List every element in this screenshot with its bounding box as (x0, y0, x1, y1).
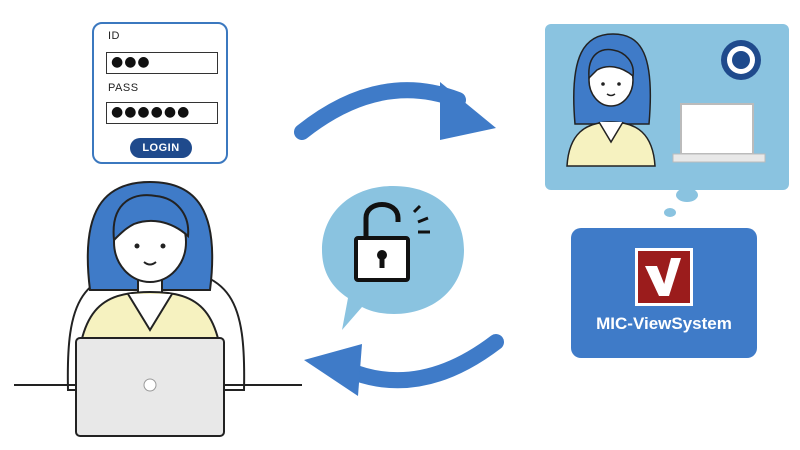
arrow-right-icon (294, 82, 496, 140)
mic-logo-icon (635, 248, 693, 306)
thought-bubble-small (664, 208, 676, 217)
login-button[interactable]: LOGIN (130, 138, 192, 158)
id-label: ID (108, 30, 120, 42)
video-call-panel (545, 24, 789, 190)
unlocked-bubble (322, 186, 464, 330)
thought-bubble-large (676, 188, 698, 202)
lock-open-icon (354, 202, 410, 282)
arrow-left-icon (304, 334, 504, 396)
circle-check-icon (721, 40, 761, 80)
remote-view (566, 33, 766, 167)
laptop-icon (75, 337, 225, 437)
user-illustration (14, 180, 302, 437)
system-name: MIC-ViewSystem (596, 314, 732, 333)
laptop-icon (672, 103, 766, 163)
pass-label: PASS (108, 82, 139, 94)
mic-viewsystem-box: MIC-ViewSystem (571, 228, 757, 358)
login-card: ID ●●● PASS ●●●●●● LOGIN (92, 22, 228, 164)
pass-field[interactable]: ●●●●●● (106, 102, 218, 124)
id-field[interactable]: ●●● (106, 52, 218, 74)
